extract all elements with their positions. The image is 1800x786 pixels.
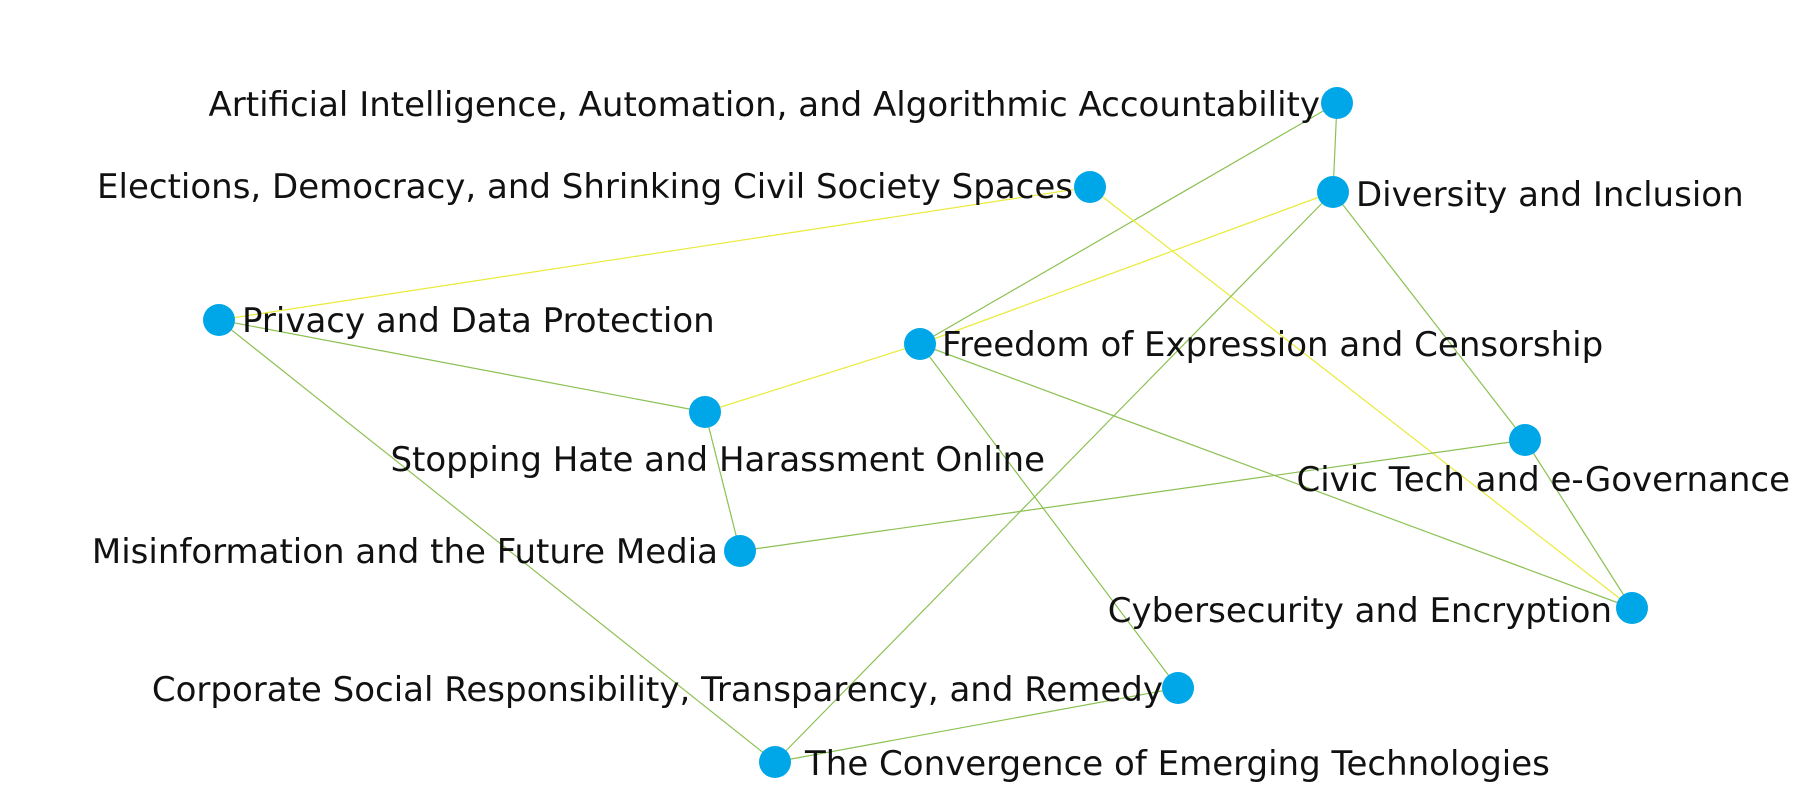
node-privacy[interactable] — [203, 304, 235, 336]
edge-misinfo-civic — [739, 439, 1526, 552]
node-hate[interactable] — [689, 396, 721, 428]
node-civic[interactable] — [1509, 424, 1541, 456]
edge-diversity-civic — [1332, 191, 1526, 441]
node-convergence[interactable] — [759, 746, 791, 778]
node-diversity[interactable] — [1317, 176, 1349, 208]
edge-elections-privacy — [218, 186, 1091, 321]
edge-diversity-convergence — [774, 191, 1334, 763]
node-label-ai: Artificial Intelligence, Automation, and… — [209, 85, 1320, 125]
nodes-layer — [203, 87, 1648, 778]
edge-freedom-cyber — [919, 343, 1633, 609]
edge-diversity-freedom — [919, 191, 1334, 345]
node-label-misinfo: Misinformation and the Future Media — [92, 532, 718, 572]
edge-elections-cyber — [1089, 186, 1633, 609]
node-label-elections: Elections, Democracy, and Shrinking Civi… — [97, 167, 1073, 207]
node-label-convergence: The Convergence of Emerging Technologies — [804, 744, 1550, 784]
node-label-diversity: Diversity and Inclusion — [1356, 175, 1744, 215]
edge-civic-cyber — [1524, 439, 1633, 609]
edge-privacy-convergence — [218, 319, 776, 763]
node-cyber[interactable] — [1616, 592, 1648, 624]
node-elections[interactable] — [1074, 171, 1106, 203]
node-ai[interactable] — [1321, 87, 1353, 119]
node-label-hate: Stopping Hate and Harassment Online — [390, 440, 1045, 480]
edge-ai-freedom — [919, 102, 1338, 345]
labels-layer: Artificial Intelligence, Automation, and… — [92, 85, 1790, 784]
node-csr[interactable] — [1162, 672, 1194, 704]
edges-layer — [218, 102, 1633, 763]
node-label-freedom: Freedom of Expression and Censorship — [942, 325, 1603, 365]
edge-freedom-hate — [704, 343, 921, 413]
node-freedom[interactable] — [904, 328, 936, 360]
node-label-cyber: Cybersecurity and Encryption — [1108, 591, 1612, 631]
edge-privacy-hate — [218, 319, 706, 413]
edge-csr-convergence — [774, 687, 1179, 763]
node-label-csr: Corporate Social Responsibility, Transpa… — [152, 670, 1163, 710]
edge-freedom-csr — [919, 343, 1179, 689]
node-label-privacy: Privacy and Data Protection — [242, 301, 715, 341]
node-label-civic: Civic Tech and e-Governance — [1296, 460, 1790, 500]
edge-hate-misinfo — [704, 411, 741, 552]
node-misinfo[interactable] — [724, 535, 756, 567]
